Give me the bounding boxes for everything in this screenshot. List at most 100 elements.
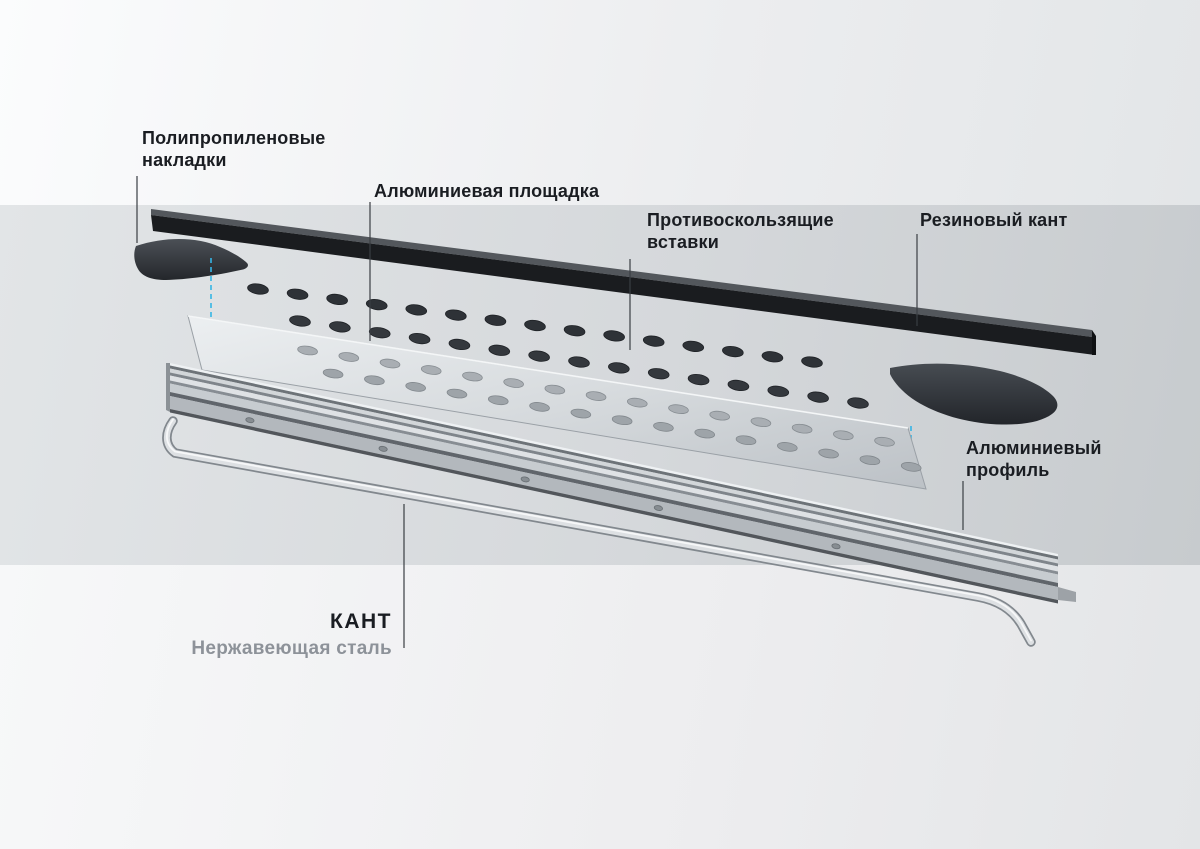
profile-groove bbox=[170, 392, 1058, 587]
platform-hole-oval bbox=[874, 436, 895, 447]
profile-rivet-hole bbox=[378, 445, 388, 452]
label-kant-block: КАНТ Нержавеющая сталь bbox=[158, 610, 392, 660]
platform-hole-oval bbox=[322, 368, 344, 379]
platform-hole-oval bbox=[420, 365, 442, 375]
profile-rib bbox=[170, 368, 1058, 564]
profile-rib bbox=[170, 363, 1058, 557]
label-text: Полипропиленовые bbox=[142, 128, 326, 148]
platform-hole-oval bbox=[446, 388, 468, 399]
antislip-insert-oval bbox=[329, 321, 351, 333]
profile-rivet-hole bbox=[831, 543, 841, 550]
antislip-insert-oval bbox=[289, 315, 311, 327]
label-text: вставки bbox=[647, 231, 719, 252]
antislip-insert-oval bbox=[682, 340, 705, 352]
profile-rib bbox=[170, 380, 1058, 575]
antislip-insert-oval bbox=[642, 335, 665, 347]
platform-hole-oval bbox=[653, 422, 674, 432]
antislip-insert-oval bbox=[247, 283, 269, 295]
rubber-strip-front-face bbox=[151, 215, 1095, 355]
stainless-steel-edge bbox=[162, 416, 1036, 647]
antislip-inserts-group bbox=[247, 283, 869, 409]
antislip-insert-oval bbox=[647, 368, 670, 380]
platform-hole-oval bbox=[694, 428, 716, 439]
label-text: Алюминиевый bbox=[966, 438, 1102, 458]
label-text: Резиновый кант bbox=[920, 210, 1068, 230]
antislip-insert-oval bbox=[687, 373, 710, 386]
platform-hole-oval bbox=[777, 442, 798, 452]
steel-tube-highlight bbox=[165, 418, 1032, 642]
profile-rivet-hole bbox=[245, 417, 255, 424]
antislip-insert-oval bbox=[722, 345, 744, 358]
platform-hole-oval bbox=[750, 417, 772, 428]
antislip-insert-oval bbox=[767, 385, 790, 397]
antislip-insert-oval bbox=[488, 344, 511, 356]
platform-hole-oval bbox=[570, 408, 592, 419]
platform-hole-oval bbox=[791, 423, 813, 434]
profile-rib bbox=[170, 365, 1058, 560]
polypropylene-pad-right bbox=[890, 363, 1058, 425]
antislip-insert-oval bbox=[568, 356, 590, 368]
label-text: Противоскользящие bbox=[647, 210, 834, 230]
antislip-insert-oval bbox=[563, 325, 586, 337]
platform-hole-oval bbox=[859, 455, 881, 466]
platform-hole-oval bbox=[626, 397, 648, 408]
label-text: профиль bbox=[966, 459, 1050, 480]
antislip-insert-oval bbox=[445, 309, 467, 321]
leader-lines bbox=[136, 176, 964, 648]
rubber-edging-strip bbox=[151, 209, 1096, 355]
platform-hole-oval bbox=[405, 382, 426, 392]
antislip-insert-oval bbox=[326, 293, 348, 306]
antislip-insert-oval bbox=[484, 314, 507, 326]
antislip-insert-oval bbox=[608, 362, 630, 374]
platform-hole-oval bbox=[487, 395, 509, 406]
antislip-insert-oval bbox=[603, 330, 625, 342]
platform-top-highlight bbox=[187, 315, 909, 429]
background-bottom bbox=[0, 565, 1200, 849]
profile-rib bbox=[170, 383, 1058, 583]
platform-hole-oval bbox=[338, 352, 360, 362]
platform-hole-oval bbox=[544, 384, 566, 395]
platform-hole-oval bbox=[900, 462, 922, 472]
platform-hole-oval bbox=[735, 435, 757, 446]
platform-holes-group bbox=[297, 345, 922, 472]
label-text: Алюминиевая площадка bbox=[374, 181, 600, 201]
platform-hole-oval bbox=[462, 371, 483, 382]
antislip-insert-oval bbox=[761, 351, 784, 363]
profile-rib bbox=[170, 375, 1058, 572]
platform-hole-oval bbox=[503, 378, 524, 388]
platform-hole-oval bbox=[364, 375, 385, 386]
antislip-insert-oval bbox=[727, 379, 750, 392]
antislip-insert-oval bbox=[528, 350, 550, 362]
polypropylene-pad-left bbox=[134, 238, 248, 280]
aluminum-profile bbox=[166, 363, 1076, 604]
profile-rivet-holes-group bbox=[245, 417, 841, 550]
label-antislip-inserts: Противоскользящие вставки bbox=[647, 210, 834, 254]
antislip-insert-oval bbox=[448, 338, 471, 351]
platform-hole-oval bbox=[668, 404, 689, 414]
label-rubber-edging: Резиновый кант bbox=[920, 210, 1067, 232]
platform-hole-oval bbox=[611, 415, 633, 426]
rubber-strip-end-face bbox=[1092, 330, 1096, 355]
antislip-insert-oval bbox=[365, 299, 388, 311]
antislip-insert-oval bbox=[286, 288, 309, 300]
profile-rivet-hole bbox=[653, 505, 663, 511]
platform-hole-oval bbox=[297, 345, 318, 356]
antislip-insert-oval bbox=[524, 319, 546, 332]
platform-hole-oval bbox=[709, 410, 731, 421]
label-aluminum-profile: Алюминиевый профиль bbox=[966, 438, 1102, 482]
label-aluminum-platform: Алюминиевая площадка bbox=[374, 181, 599, 203]
aluminum-platform-plate bbox=[187, 315, 927, 490]
background-top bbox=[0, 0, 1200, 205]
antislip-insert-oval bbox=[405, 304, 428, 316]
rubber-strip-top-face bbox=[151, 209, 1092, 337]
platform-hole-oval bbox=[833, 430, 854, 441]
platform-hole-oval bbox=[379, 358, 401, 369]
antislip-insert-oval bbox=[801, 356, 823, 368]
profile-right-lip bbox=[1058, 587, 1076, 602]
platform-hole-oval bbox=[818, 448, 839, 459]
platform-hole-oval bbox=[585, 391, 607, 401]
antislip-insert-oval bbox=[847, 397, 869, 409]
profile-left-end bbox=[166, 363, 170, 412]
antislip-insert-oval bbox=[368, 327, 391, 339]
